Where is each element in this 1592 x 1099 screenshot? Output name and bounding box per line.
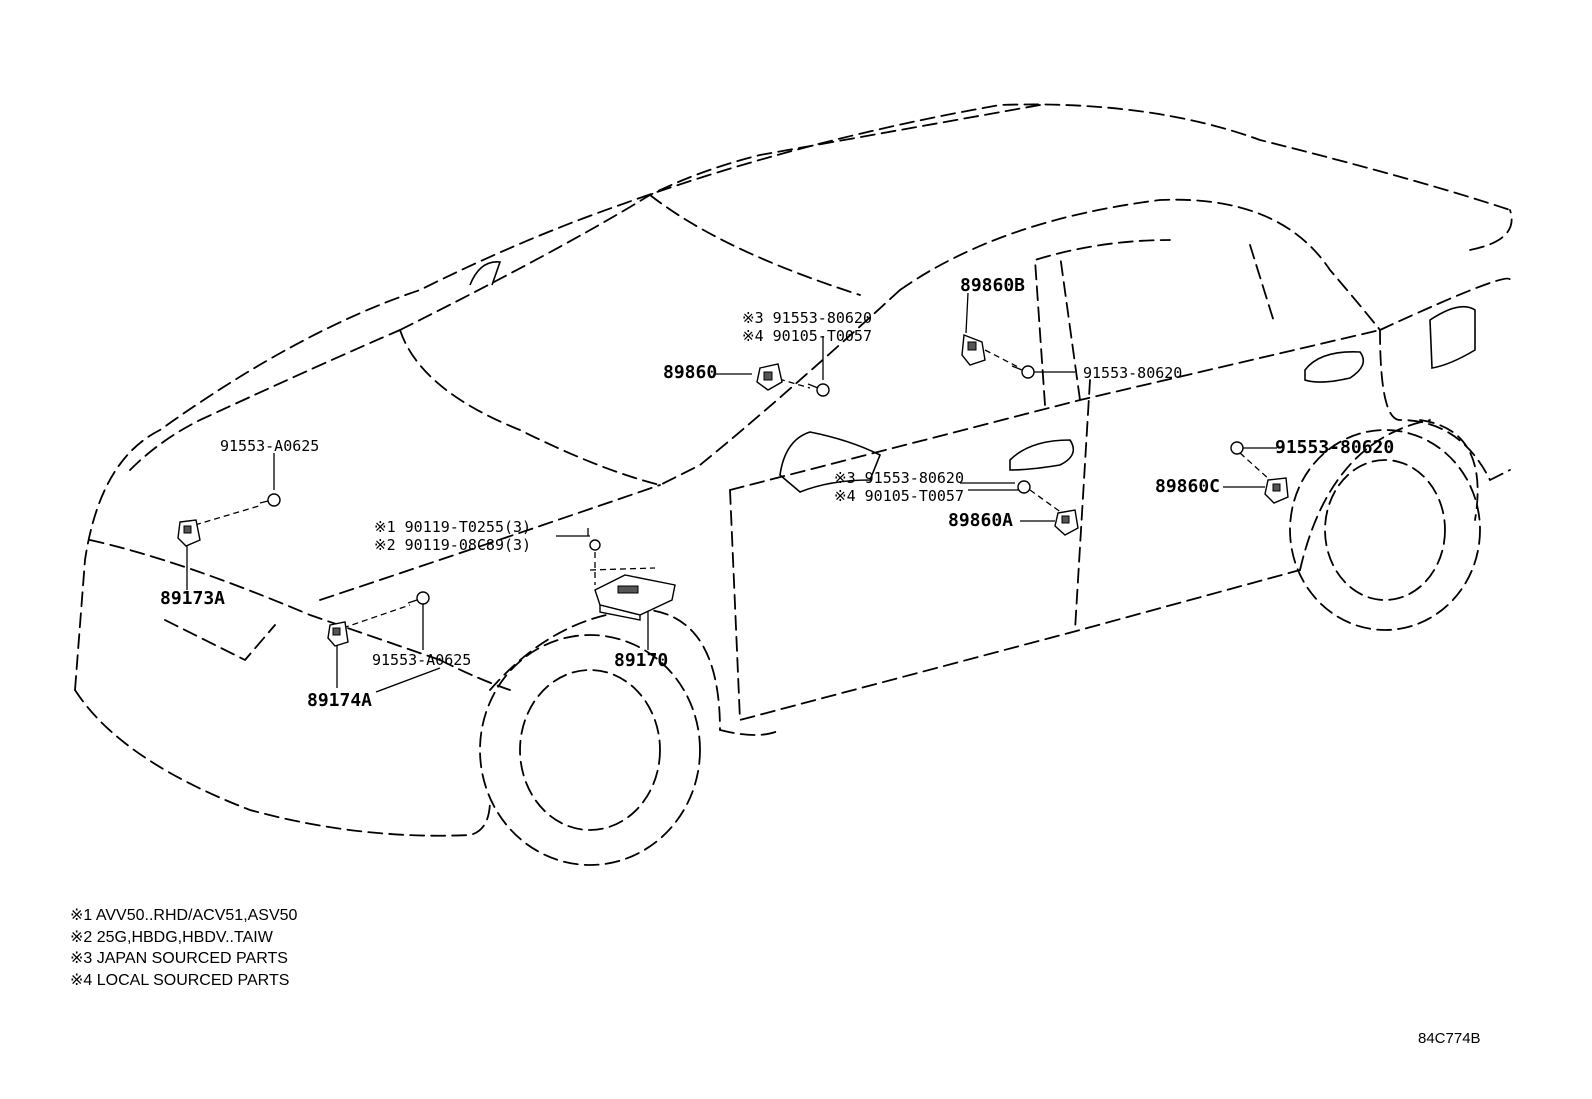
side-mirror: [779, 431, 882, 493]
bolt-upper-pillar: [807, 383, 830, 397]
bolt-90119: [589, 539, 601, 551]
label-89860C: 89860C: [1155, 476, 1221, 497]
fuel-door: [1429, 305, 1476, 369]
footnotes: ※1 AVV50..RHD/ACV51,ASV50 ※2 25G,HBDG,HB…: [70, 905, 297, 991]
label-89170: 89170: [614, 650, 669, 671]
label-91553-a0625-lower: 91553-A0625: [372, 651, 472, 669]
label-89860: 89860: [663, 362, 718, 383]
label-89860B: 89860B: [960, 275, 1026, 296]
car-body-outline: [74, 103, 1513, 837]
label-89860A: 89860A: [948, 510, 1014, 531]
front-wheel: [479, 634, 701, 866]
diagram-id: 84C774B: [1418, 1030, 1481, 1047]
label-s2-90119-08c89: ※2 90119-08C89(3): [374, 536, 532, 554]
sensor-89860: [756, 363, 783, 391]
footnote-1: ※1 AVV50..RHD/ACV51,ASV50: [70, 907, 298, 924]
label-s3-91553-80620-lower: ※3 91553-80620: [834, 469, 964, 487]
label-91553-80620-rear: 91553-80620: [1275, 437, 1395, 458]
label-91553-80620-rear-door: 91553-80620: [1083, 364, 1183, 382]
footnote-3: ※3 JAPAN SOURCED PARTS: [70, 950, 288, 967]
sensor-89174A: [327, 621, 349, 647]
sensor-89173A: [177, 519, 201, 547]
rear-wheel: [1289, 429, 1481, 631]
sensor-89860A: [1054, 509, 1079, 536]
bolt-front-door: [1017, 480, 1031, 494]
bolt-91553-80620-rear: [1230, 441, 1244, 455]
leader-lines: [186, 292, 1277, 693]
bolt-91553-a0625-lower: [407, 591, 430, 605]
label-89173A: 89173A: [160, 588, 226, 609]
label-89174A: 89174A: [307, 690, 373, 711]
sensor-89860B: [961, 334, 986, 366]
label-s4-90105-t0057-upper: ※4 90105-T0057: [742, 327, 872, 345]
label-91553-a0625-upper: 91553-A0625: [220, 437, 320, 455]
sensor-89860C: [1264, 477, 1289, 504]
footnote-4: ※4 LOCAL SOURCED PARTS: [70, 971, 290, 989]
antenna: [469, 261, 502, 286]
rear-door-handle: [1304, 351, 1365, 383]
label-s3-91553-80620-upper: ※3 91553-80620: [742, 309, 872, 327]
airbag-ecu-89170: [594, 574, 676, 621]
front-door-handle: [1009, 439, 1075, 471]
footnote-2: ※2 25G,HBDG,HBDV..TAIW: [70, 928, 273, 946]
bolt-91553-a0625-upper: [259, 493, 281, 507]
bolt-91553-80620-rear-door: [1011, 365, 1035, 379]
label-s4-90105-t0057-lower: ※4 90105-T0057: [834, 487, 964, 505]
label-s1-90119-t0255: ※1 90119-T0255(3): [374, 518, 532, 536]
